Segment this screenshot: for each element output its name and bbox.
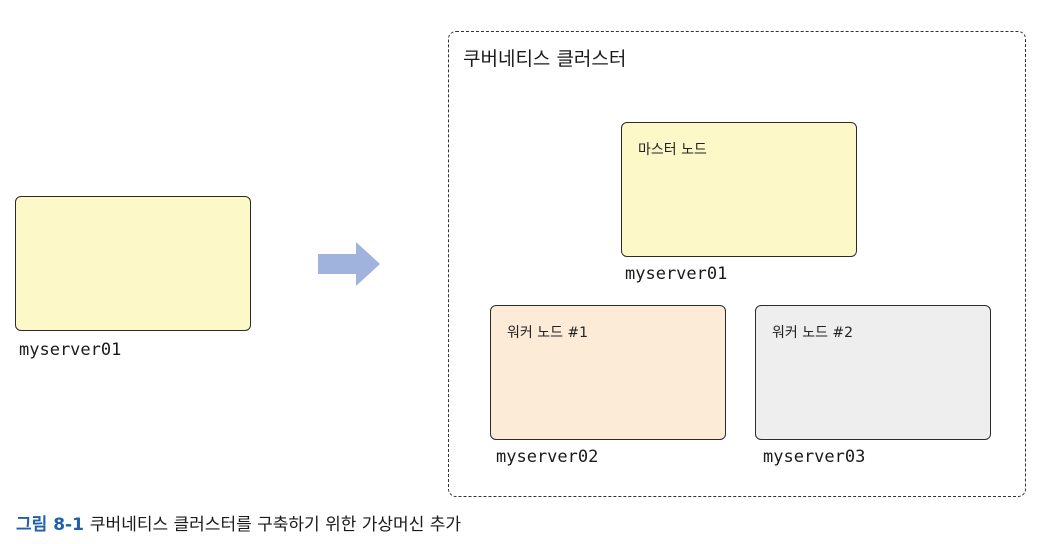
standalone-vm-box	[15, 196, 251, 331]
worker-node-1-box: 워커 노드 #1	[490, 305, 726, 440]
worker-node-2-label: 워커 노드 #2	[772, 325, 854, 341]
cluster-title: 쿠버네티스 클러스터	[463, 48, 627, 70]
master-node-label: 마스터 노드	[638, 142, 707, 158]
master-server-name: myserver01	[625, 264, 728, 284]
master-node-box: 마스터 노드	[621, 122, 857, 257]
figure-number: 그림 8-1	[16, 515, 84, 535]
standalone-server-name: myserver01	[19, 340, 122, 360]
worker-node-1-label: 워커 노드 #1	[507, 325, 589, 341]
kubernetes-cluster-boundary	[448, 31, 1026, 497]
figure-caption-text: 쿠버네티스 클러스터를 구축하기 위한 가상머신 추가	[89, 515, 462, 535]
worker-2-server-name: myserver03	[763, 447, 866, 467]
worker-1-server-name: myserver02	[496, 447, 599, 467]
worker-node-2-box: 워커 노드 #2	[755, 305, 991, 440]
right-arrow-icon	[318, 242, 380, 286]
